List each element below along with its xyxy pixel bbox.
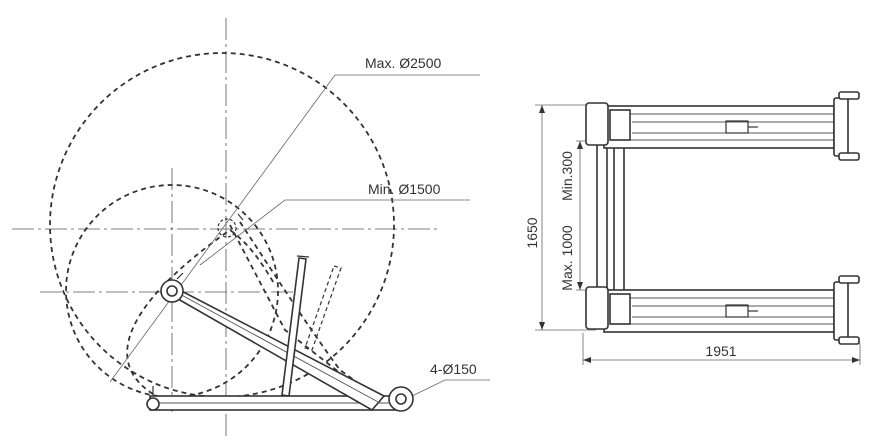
- right-wheel-inner: [395, 393, 407, 405]
- upper-right-wheel-bottom: [838, 152, 860, 161]
- width-arrow-left: [583, 357, 591, 363]
- side-view: Max. Ø2500 Min. Ø1500 4-Ø150: [12, 18, 490, 440]
- min-diameter-label: Min. Ø1500: [368, 181, 441, 197]
- lower-arm-rail: [603, 289, 835, 333]
- upper-left-block: [585, 102, 609, 146]
- wheel-label: 4-Ø150: [430, 361, 477, 377]
- support-strut-cap: [296, 255, 310, 258]
- arm-swing-arc-outer: [126, 228, 276, 395]
- lower-right-endplate: [833, 281, 849, 341]
- width-arrow-right: [852, 357, 860, 363]
- upper-left-block-inner: [609, 109, 631, 141]
- lower-left-block-inner: [609, 293, 631, 325]
- left-vertical-bar-inner: [613, 139, 625, 293]
- top-pivot-tick: [237, 213, 244, 221]
- max-diameter-leader: [109, 74, 480, 383]
- diagonal-arm-inner-line: [175, 291, 381, 404]
- upper-right-wheel-top: [838, 91, 860, 100]
- min-spacing-label: Min.300: [559, 151, 575, 201]
- wheel-leader: [407, 379, 490, 399]
- top-pivot-mark: [217, 218, 237, 238]
- diagonal-arm: [165, 282, 386, 412]
- support-strut: [281, 257, 307, 397]
- folded-strut-ghost: [304, 265, 342, 351]
- upper-right-endplate: [833, 97, 849, 157]
- width-label: 1951: [705, 343, 736, 359]
- spacing-arrow-bottom: [577, 282, 583, 290]
- min-diameter-leader: [199, 199, 470, 266]
- left-vertical-bar-outer: [596, 139, 608, 293]
- height-label: 1650: [524, 217, 540, 248]
- lower-left-block: [585, 286, 609, 330]
- upper-arm-rail: [603, 105, 835, 149]
- top-view: 1650 Max. 1000 Min.300 1951: [524, 91, 861, 365]
- max-swing-circle: [49, 52, 395, 398]
- pivot-tick: [176, 272, 184, 280]
- arm-swing-arc-inner: [239, 221, 376, 396]
- height-arrow-bottom: [539, 322, 545, 330]
- lower-right-wheel-bottom: [838, 336, 860, 345]
- left-foot-wheel: [146, 397, 160, 411]
- max-spacing-label: Max. 1000: [559, 225, 575, 291]
- pivot-wheel-inner: [166, 285, 178, 297]
- lower-right-wheel-top: [838, 275, 860, 284]
- max-diameter-label: Max. Ø2500: [365, 55, 441, 71]
- spacing-arrow-top: [577, 141, 583, 149]
- height-arrow-top: [539, 105, 545, 113]
